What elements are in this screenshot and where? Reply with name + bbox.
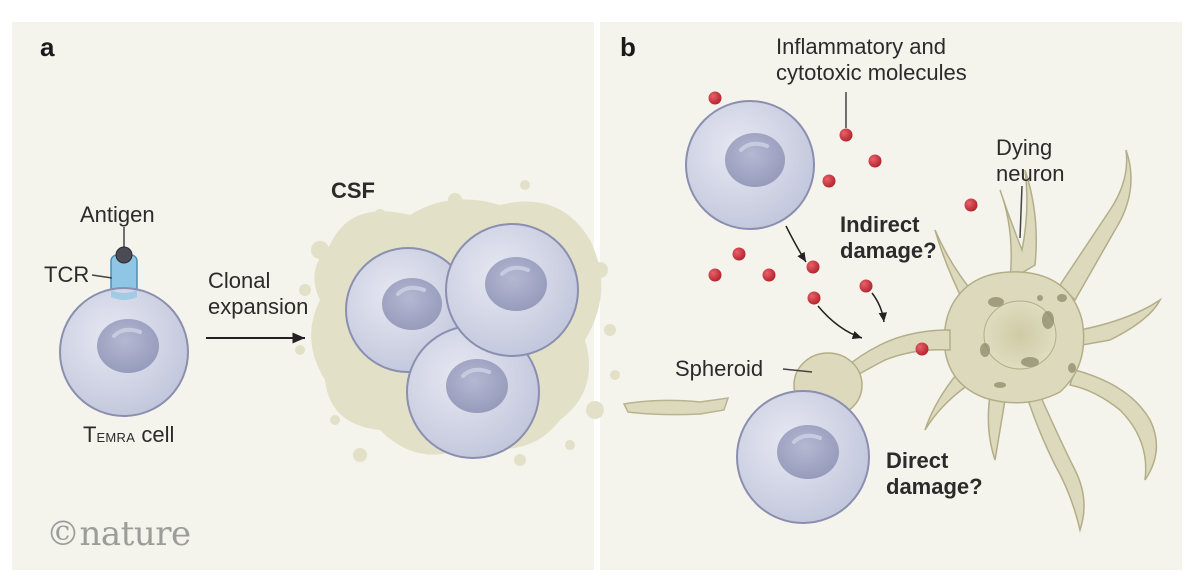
direct-line1: Direct bbox=[886, 448, 949, 473]
inflammatory-line1: Inflammatory and bbox=[776, 34, 946, 59]
csf-label: CSF bbox=[331, 178, 375, 203]
molecule-icon bbox=[708, 91, 722, 105]
inflammatory-line2: cytotoxic molecules bbox=[776, 60, 967, 85]
temra-cell-icon bbox=[59, 254, 189, 417]
t-cell-lower-icon bbox=[736, 390, 870, 524]
temra-cell-label: TEMRA cell bbox=[83, 422, 174, 451]
direct-line2: damage? bbox=[886, 474, 983, 499]
molecule-icon bbox=[839, 128, 853, 142]
neuron-damage-spots bbox=[980, 294, 1076, 388]
dying-line2: neuron bbox=[996, 161, 1065, 186]
tcr-label: TCR bbox=[44, 262, 90, 287]
molecule-icon bbox=[915, 342, 929, 356]
clonal-expansion-line2: expansion bbox=[208, 294, 309, 319]
t-cell-upper-icon bbox=[685, 100, 815, 230]
panel-label-b: b bbox=[620, 32, 636, 62]
molecule-icon bbox=[732, 247, 746, 261]
molecule-icon bbox=[806, 260, 820, 274]
temra-cell-word: cell bbox=[135, 422, 175, 447]
molecule-icon bbox=[762, 268, 776, 282]
expanded-cell-icon bbox=[406, 325, 540, 459]
molecule-icon bbox=[708, 268, 722, 282]
indirect-line1: Indirect bbox=[840, 212, 920, 237]
axon-fragment bbox=[622, 397, 730, 416]
indirect-arrow bbox=[785, 225, 807, 263]
panel-b-background bbox=[600, 22, 1182, 570]
temra-subscript: EMRA bbox=[96, 430, 136, 445]
antigen-icon bbox=[115, 246, 133, 264]
nature-logo: ©nature bbox=[46, 514, 191, 554]
dying-line1: Dying bbox=[996, 135, 1053, 160]
molecule-icon bbox=[822, 174, 836, 188]
indirect-arrow bbox=[817, 305, 863, 339]
indirect-damage-label: Indirect damage? bbox=[840, 212, 937, 264]
molecule-icon bbox=[868, 154, 882, 168]
panel-label-a: a bbox=[40, 32, 55, 62]
cytotoxic-molecules bbox=[708, 91, 978, 356]
indirect-arrow bbox=[871, 292, 887, 323]
spheroid-leader-line bbox=[782, 368, 813, 373]
clonal-expansion-line1: Clonal bbox=[208, 268, 271, 293]
direct-damage-label: Direct damage? bbox=[886, 448, 983, 500]
expanded-cell-icon bbox=[445, 223, 579, 357]
temra-t: T bbox=[83, 422, 97, 447]
neuron-nucleus-icon bbox=[983, 300, 1057, 370]
molecule-icon bbox=[807, 291, 821, 305]
molecule-icon bbox=[859, 279, 873, 293]
inflammatory-label: Inflammatory and cytotoxic molecules bbox=[776, 34, 967, 86]
antigen-label: Antigen bbox=[80, 202, 155, 227]
molecule-icon bbox=[964, 198, 978, 212]
clonal-expansion-label: Clonal expansion bbox=[208, 268, 308, 320]
spheroid-label: Spheroid bbox=[675, 356, 764, 381]
neuron-leader-line bbox=[1019, 185, 1023, 239]
indirect-line2: damage? bbox=[840, 238, 937, 263]
nucleus-icon bbox=[97, 319, 159, 373]
dying-neuron-label: Dying neuron bbox=[996, 135, 1065, 187]
